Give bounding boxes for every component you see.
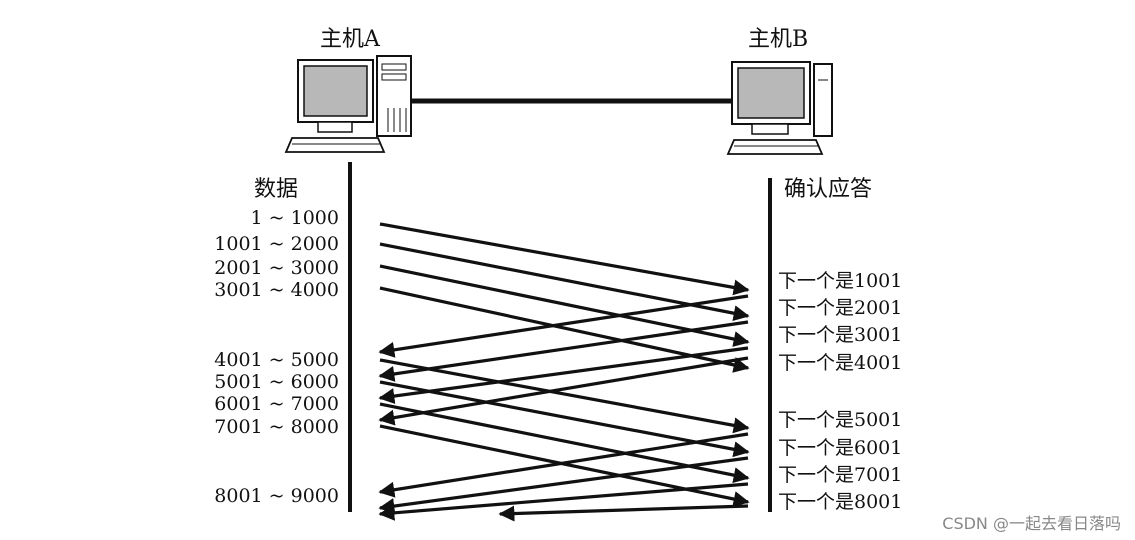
ack-label: 下一个是2001 — [778, 297, 903, 319]
data-segment-label: 4001 ~ 5000 — [214, 349, 339, 371]
data-segment-label: 1 ~ 1000 — [250, 207, 339, 229]
ack-label: 下一个是8001 — [778, 491, 903, 513]
ack-arrow — [378, 294, 749, 358]
host-a-computer-icon — [284, 55, 412, 153]
data-segment-label: 3001 ~ 4000 — [214, 279, 339, 301]
ack-arrow — [378, 320, 749, 382]
ack-arrow — [378, 356, 749, 426]
host-b-label: 主机B — [748, 27, 809, 52]
host-a-label: 主机A — [320, 27, 380, 52]
ack-label: 下一个是1001 — [778, 270, 903, 292]
data-segment-label: 1001 ~ 2000 — [214, 233, 339, 255]
data-arrow — [379, 380, 750, 458]
arrows-group — [378, 222, 750, 522]
ack-label: 下一个是6001 — [778, 437, 903, 459]
ack-arrow — [378, 482, 749, 521]
ack-label: 下一个是7001 — [778, 464, 903, 486]
data-segment-label: 8001 ~ 9000 — [214, 485, 339, 507]
data-segment-label: 6001 ~ 7000 — [214, 393, 339, 415]
ack-label: 下一个是5001 — [778, 409, 903, 431]
data-segment-label: 5001 ~ 6000 — [214, 371, 339, 393]
ack-arrow — [498, 504, 749, 522]
ack-column-header: 确认应答 — [784, 177, 873, 202]
ack-arrow — [378, 432, 749, 498]
data-arrow — [379, 358, 750, 434]
ack-label: 下一个是3001 — [778, 324, 903, 346]
data-arrow — [379, 286, 750, 373]
data-segment-label: 2001 ~ 3000 — [214, 257, 339, 279]
data-segment-label: 7001 ~ 8000 — [214, 416, 339, 438]
data-arrow — [379, 264, 750, 347]
ack-arrow — [378, 456, 749, 514]
ack-label: 下一个是4001 — [778, 352, 903, 374]
host-b-computer-icon — [726, 61, 833, 155]
data-column-header: 数据 — [254, 177, 299, 202]
data-arrow — [379, 222, 750, 296]
ack-arrow — [378, 346, 749, 404]
watermark: CSDN @一起去看日落吗 — [942, 514, 1121, 533]
